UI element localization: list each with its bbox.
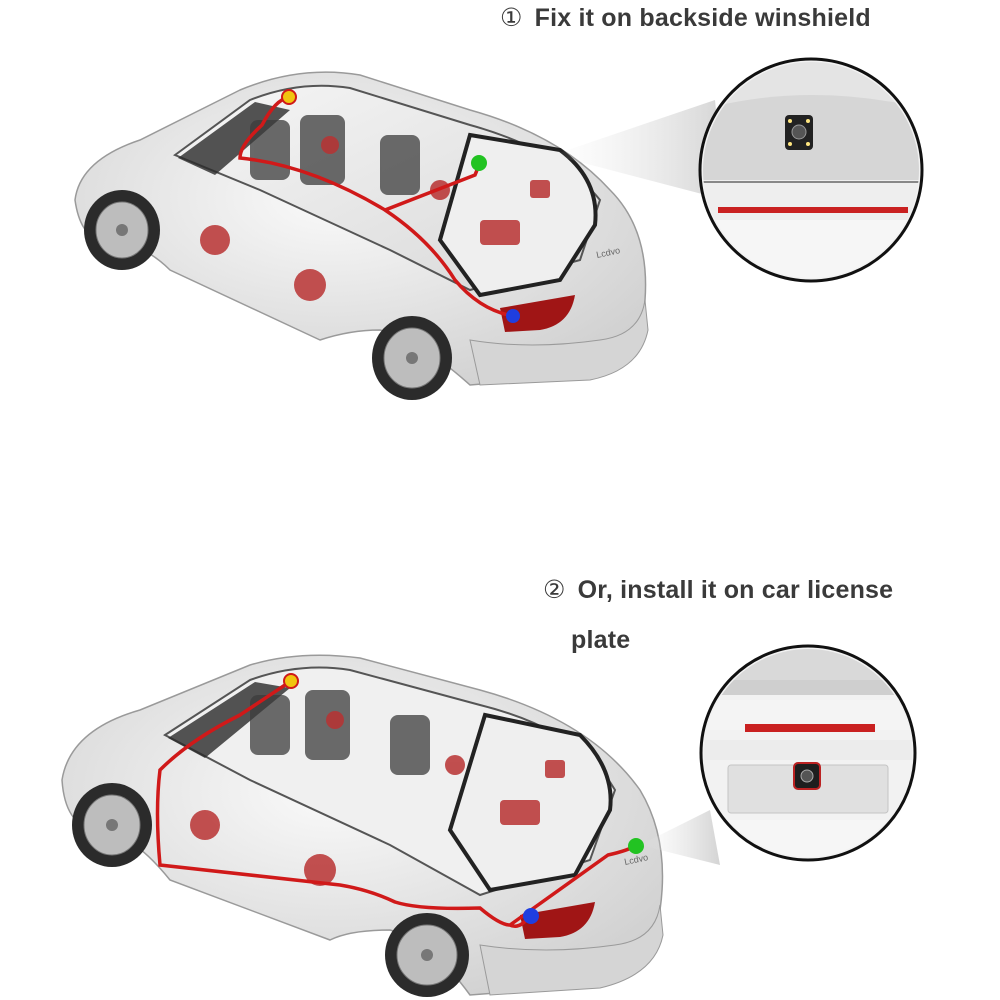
step2-caption-line1: ② Or, install it on car license	[543, 575, 893, 605]
camera-icon	[785, 115, 813, 150]
rear-wheel	[372, 316, 452, 400]
car-illustration-license-plate: Lcdvo	[61, 644, 917, 997]
wire-route	[238, 95, 514, 318]
windshield-camera-callout	[698, 57, 924, 283]
dot-rear-window	[471, 155, 487, 171]
callout-beam	[553, 100, 725, 200]
license-plate-camera-callout	[699, 644, 917, 862]
dot-tail-light	[506, 309, 520, 323]
step2-caption-line2: plate	[571, 626, 631, 654]
dot-tail-light	[523, 908, 539, 924]
front-wheel	[84, 190, 160, 270]
car-badge: Lcdvo	[623, 852, 649, 867]
step1-caption: ① Fix it on backside winshield	[500, 3, 871, 33]
car-body: Lcdvo	[61, 654, 664, 996]
dot-license-plate	[628, 838, 644, 854]
dot-front-camera	[281, 89, 297, 105]
callout-beam	[640, 810, 720, 865]
step2-number: ②	[543, 576, 566, 604]
front-wheel	[72, 783, 152, 867]
rear-wheel	[385, 913, 469, 997]
license-plate-camera-icon	[793, 762, 821, 790]
step2-text-line1: Or, install it on car license	[577, 576, 894, 604]
car-illustration-windshield: Lcdvo	[74, 57, 924, 400]
step1-number: ①	[500, 4, 523, 32]
step1-text: Fix it on backside winshield	[534, 4, 871, 32]
car-body: Lcdvo	[74, 71, 649, 386]
dot-front-camera	[283, 673, 299, 689]
car-badge: Lcdvo	[595, 245, 621, 260]
